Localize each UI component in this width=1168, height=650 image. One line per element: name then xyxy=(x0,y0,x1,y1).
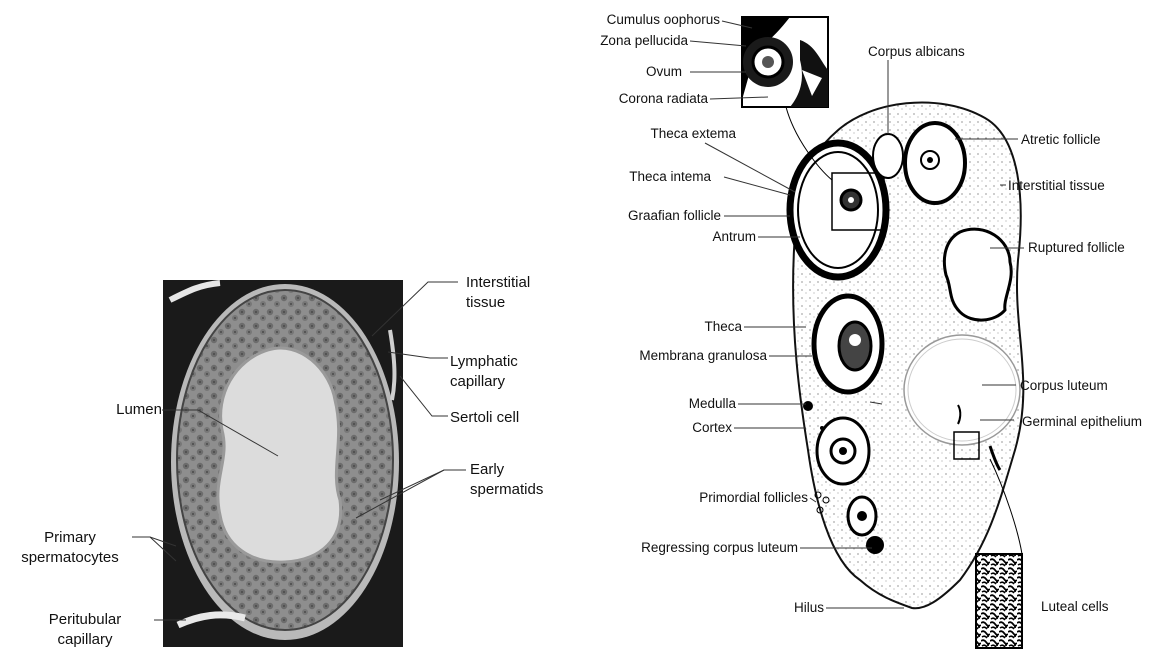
label-sertoli-cell: Sertoli cell xyxy=(450,408,519,428)
label-luteal-cells: Luteal cells xyxy=(1041,599,1109,615)
label-antrum: Antrum xyxy=(560,229,756,245)
label-zona-pellucida: Zona pellucida xyxy=(560,33,688,49)
label-corpus-albicans: Corpus albicans xyxy=(868,44,965,60)
label-corona-radiata: Corona radiata xyxy=(560,91,708,107)
ovary-drawing xyxy=(790,102,1023,608)
label-atretic-follicle: Atretic follicle xyxy=(1021,132,1101,148)
label-primordial-follicles: Primordial follicles xyxy=(560,490,808,506)
label-ovum: Ovum xyxy=(560,64,682,80)
ovum-inset xyxy=(742,17,828,107)
label-corpus-luteum: Corpus luteum xyxy=(1020,378,1108,394)
label-interstitial-tissue-testis: Interstitial tissue xyxy=(466,273,530,313)
label-interstitial-tissue-ovary: Interstitial tissue xyxy=(1008,178,1105,194)
label-primary-spermatocytes: Primary spermatocytes xyxy=(10,528,130,568)
label-lumen: Lumen xyxy=(92,400,162,420)
label-peritubular-capillary: Peritubular capillary xyxy=(16,610,154,650)
label-cumulus-oophorus: Cumulus oophorus xyxy=(560,12,720,28)
label-regressing-corpus-luteum: Regressing corpus luteum xyxy=(560,540,798,556)
testis-micrograph xyxy=(163,280,403,647)
label-graafian-follicle: Graafian follicle xyxy=(560,208,721,224)
label-germinal-epithelium: Germinal epithelium xyxy=(1022,414,1142,430)
label-lymphatic-capillary: Lymphatic capillary xyxy=(450,352,518,392)
label-ruptured-follicle: Ruptured follicle xyxy=(1028,240,1125,256)
label-membrana-granulosa: Membrana granulosa xyxy=(560,348,767,364)
label-cortex: Cortex xyxy=(560,420,732,436)
luteal-cells-inset xyxy=(976,554,1022,648)
label-theca-extema: Theca extema xyxy=(560,126,736,142)
label-early-spermatids: Early spermatids xyxy=(470,460,543,500)
label-theca-intema: Theca intema xyxy=(560,169,711,185)
label-hilus: Hilus xyxy=(560,600,824,616)
label-medulla: Medulla xyxy=(560,396,736,412)
label-theca: Theca xyxy=(560,319,742,335)
